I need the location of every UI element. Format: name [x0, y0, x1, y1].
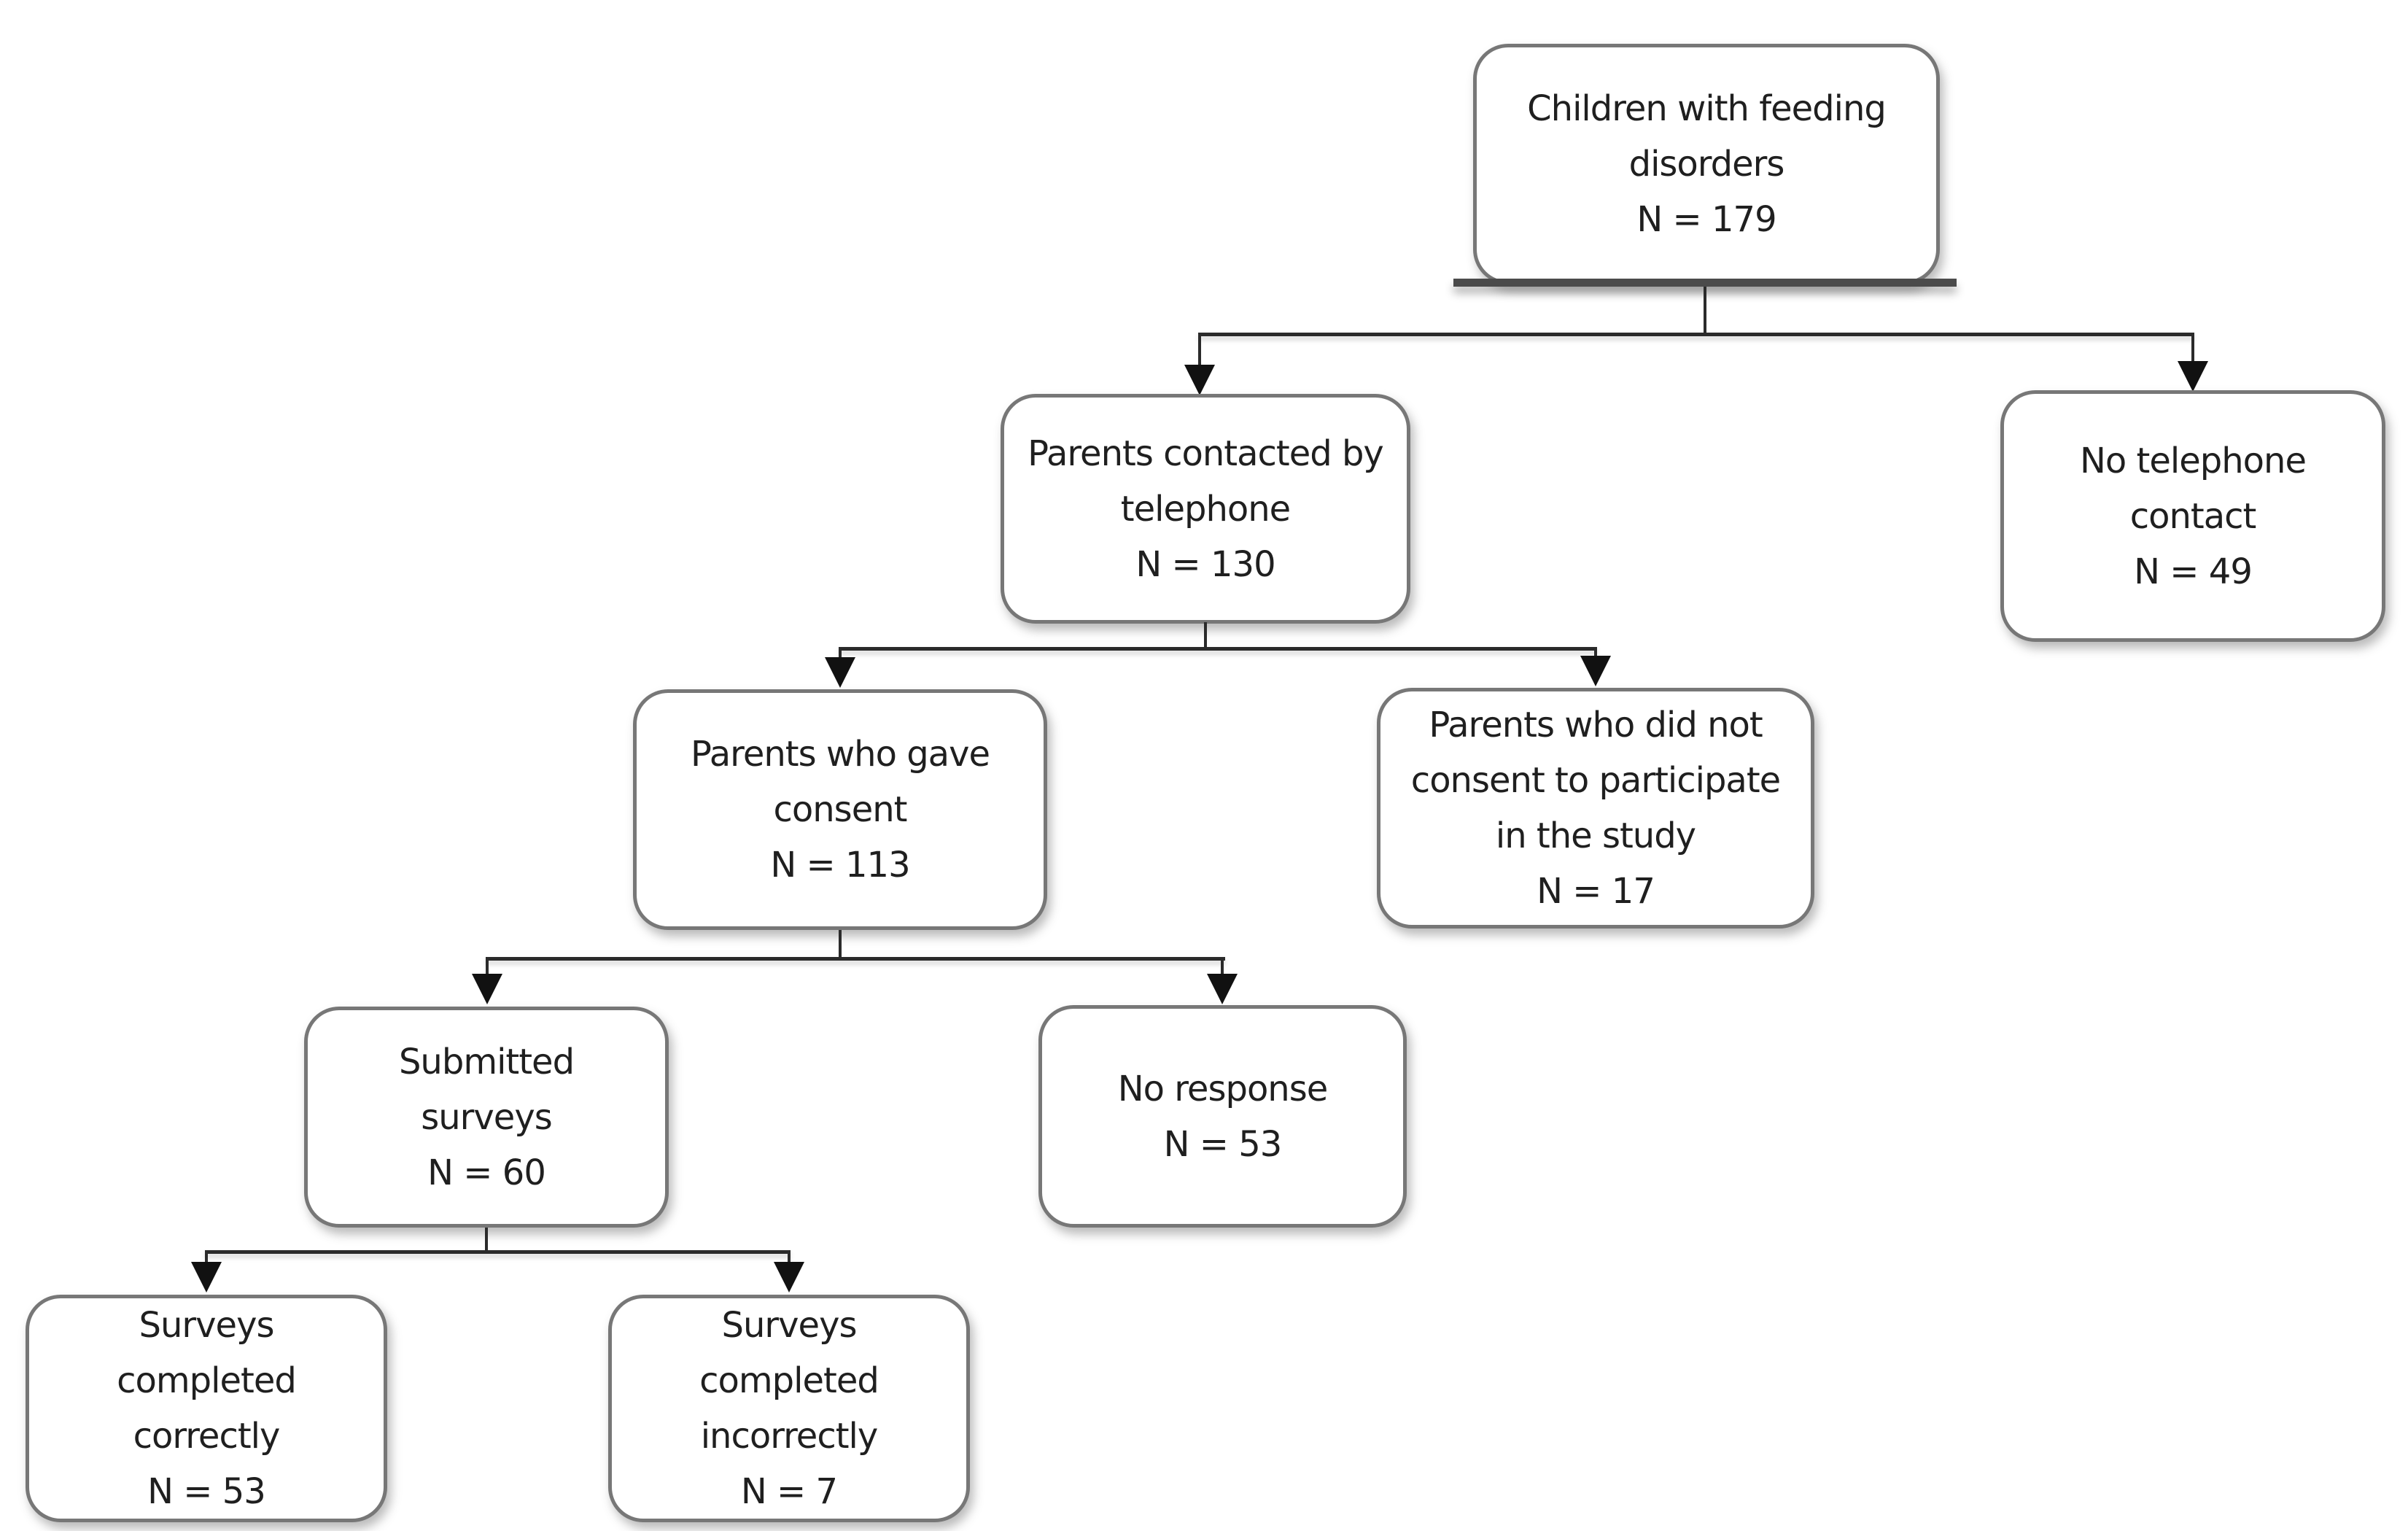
arrow-down-icon	[1207, 974, 1238, 1004]
arrow-down-icon	[472, 974, 502, 1004]
connector-to-contacted-stem	[1198, 336, 1201, 369]
node-no-response: No response N = 53	[1038, 1005, 1407, 1228]
arrow-down-icon	[191, 1262, 222, 1292]
node-parents-who-gave-consent: Parents who gave consent N = 113	[633, 689, 1047, 930]
connector-level2-bus	[839, 647, 1597, 651]
node-surveys-completed-correctly: Surveys completed correctly N = 53	[26, 1295, 387, 1522]
arrow-down-icon	[1580, 656, 1611, 686]
node-submitted-surveys: Submitted surveys N = 60	[304, 1007, 669, 1228]
connector-consent-stub	[839, 930, 842, 957]
connector-to-correct-stem	[205, 1254, 208, 1267]
connector-level1-bus	[1198, 333, 2194, 336]
arrow-down-icon	[1184, 365, 1215, 395]
arrow-down-icon	[825, 657, 855, 688]
connector-to-incorrect-stem	[788, 1254, 791, 1267]
connector-level4-bus	[205, 1250, 791, 1254]
arrow-down-icon	[2178, 361, 2208, 392]
node-surveys-completed-incorrectly: Surveys completed incorrectly N = 7	[608, 1295, 970, 1522]
connector-level3-bus	[486, 957, 1225, 961]
arrow-down-icon	[774, 1262, 804, 1292]
node-children-with-feeding-disorders: Children with feeding disorders N = 179	[1473, 44, 1940, 284]
connector-to-no-response-stem	[1221, 961, 1224, 979]
base-line-under-root	[1453, 279, 1957, 287]
node-parents-contacted-by-telephone: Parents contacted by telephone N = 130	[1001, 394, 1410, 624]
connector-submitted-stub	[485, 1228, 488, 1250]
connector-to-no-contact-stem	[2191, 336, 2194, 365]
node-no-telephone-contact: No telephone contact N = 49	[2000, 390, 2385, 642]
connector-to-submitted-stem	[486, 961, 489, 979]
connector-contacted-stub	[1204, 622, 1207, 647]
node-parents-who-did-not-consent: Parents who did not consent to participa…	[1377, 688, 1814, 929]
connector-root-stub	[1704, 287, 1706, 333]
